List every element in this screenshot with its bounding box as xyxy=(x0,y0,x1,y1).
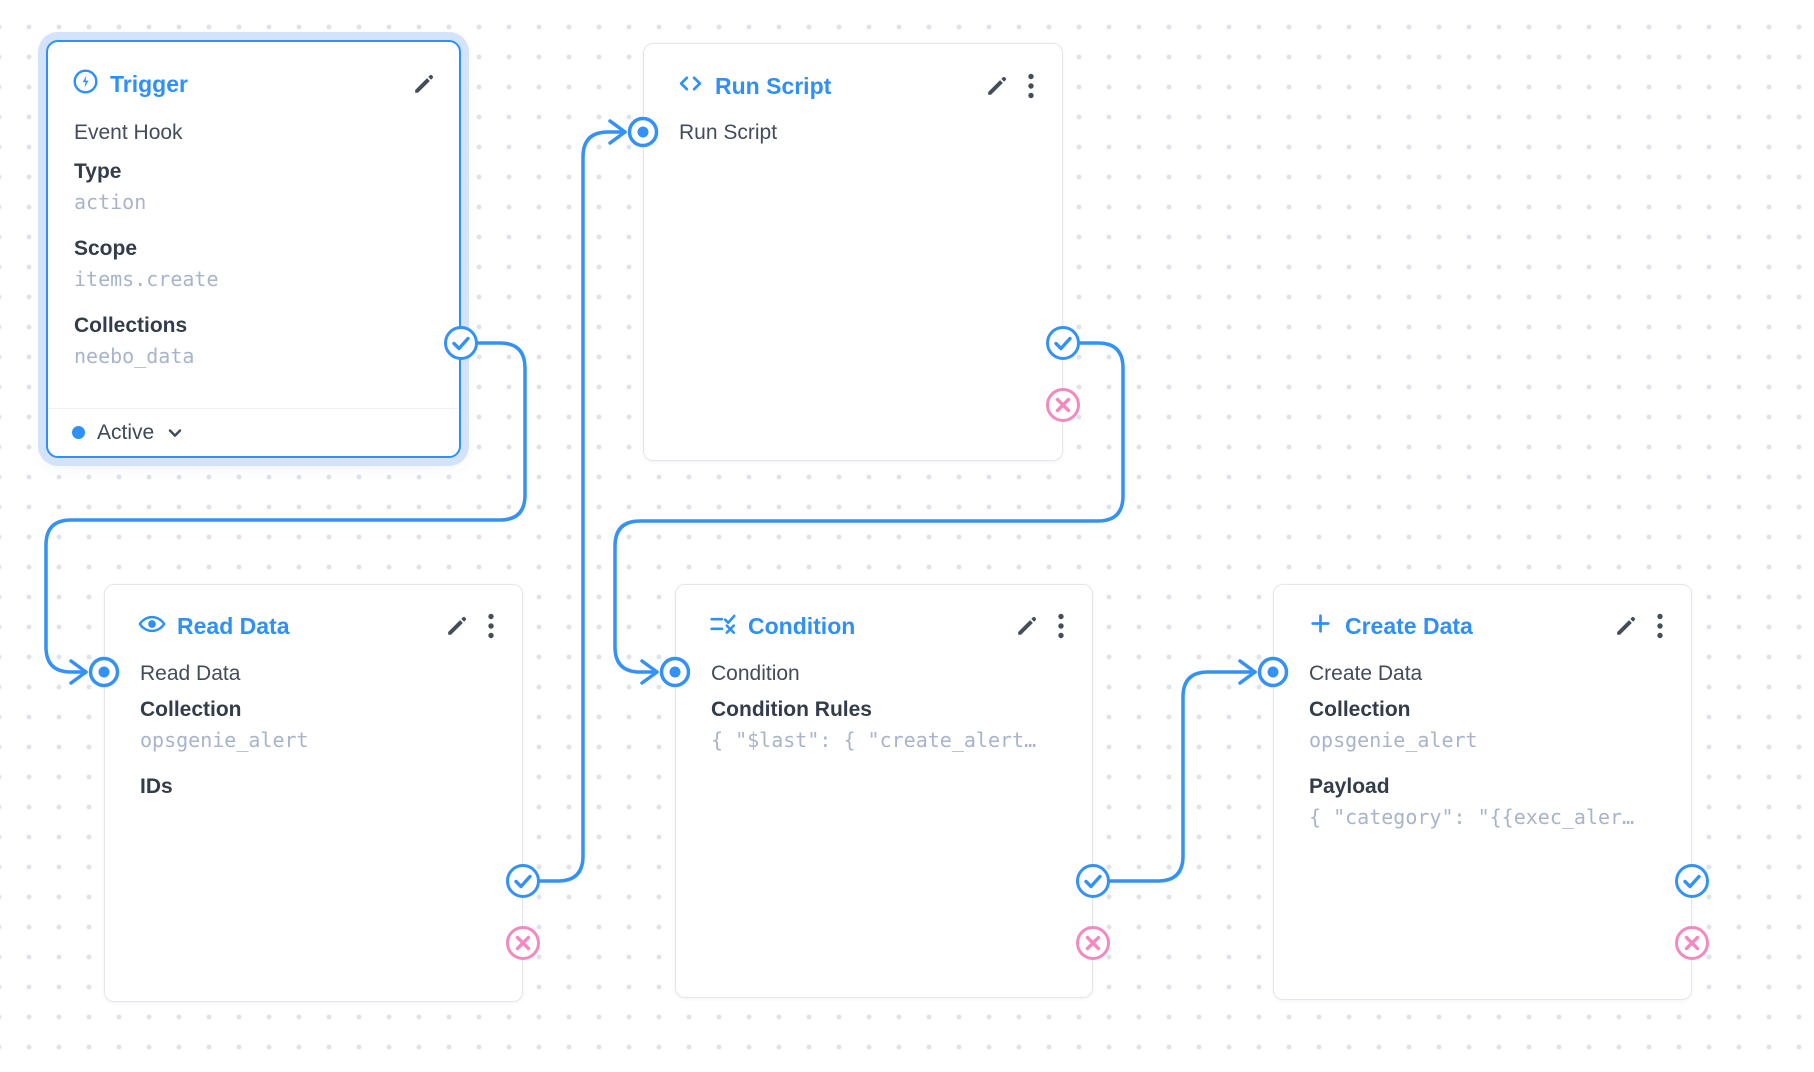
trigger-status-dropdown[interactable]: Active xyxy=(48,408,459,456)
node-title: Trigger xyxy=(110,70,188,97)
node-input-label: Run Script xyxy=(679,121,778,144)
node-input-label: Read Data xyxy=(140,662,241,685)
edit-node-button[interactable] xyxy=(1013,613,1040,640)
field-value: { "category": "{{exec_aler… xyxy=(1309,805,1635,829)
field-value: neebo_data xyxy=(74,344,195,368)
flow-node-trigger[interactable]: Trigger Event Hook Type action Scope ite… xyxy=(46,40,461,458)
field-name: Collection xyxy=(1309,698,1411,721)
input-handle-run-script[interactable] xyxy=(625,114,661,150)
node-title: Create Data xyxy=(1345,612,1473,639)
edge-condition-to-create-data xyxy=(1107,670,1257,883)
resolve-handle-read-data[interactable] xyxy=(505,863,541,899)
status-label: Active xyxy=(97,420,155,444)
field-name: IDs xyxy=(140,775,173,798)
reject-handle-create-data[interactable] xyxy=(1674,925,1710,961)
arrowhead-icon xyxy=(1238,659,1257,685)
code-icon xyxy=(677,70,704,102)
node-title: Condition xyxy=(748,612,856,639)
chevron-down-icon xyxy=(168,428,182,437)
resolve-handle-trigger[interactable] xyxy=(443,325,479,361)
arrowhead-icon xyxy=(69,659,88,685)
rule-icon xyxy=(709,610,737,643)
kebab-menu-icon[interactable] xyxy=(1026,72,1036,100)
arrowhead-icon xyxy=(608,119,627,145)
kebab-menu-icon[interactable] xyxy=(486,612,496,640)
resolve-handle-create-data[interactable] xyxy=(1674,863,1710,899)
input-handle-create-data[interactable] xyxy=(1255,654,1291,690)
kebab-menu-icon[interactable] xyxy=(1655,612,1665,640)
plus-icon xyxy=(1307,610,1334,642)
edit-node-button[interactable] xyxy=(1612,613,1639,640)
field-name: Scope xyxy=(74,237,138,260)
flow-node-condition[interactable]: Condition Condition Condition Rules { "$… xyxy=(675,584,1093,998)
node-title: Run Script xyxy=(715,72,832,99)
reject-handle-condition[interactable] xyxy=(1075,925,1111,961)
eye-icon xyxy=(138,610,166,643)
field-value: items.create xyxy=(74,267,219,291)
edit-node-button[interactable] xyxy=(443,613,470,640)
resolve-handle-condition[interactable] xyxy=(1075,863,1111,899)
field-value: action xyxy=(74,190,147,214)
trigger-type-label: Event Hook xyxy=(74,121,183,144)
edit-node-button[interactable] xyxy=(410,71,437,98)
node-input-label: Condition xyxy=(711,662,800,685)
field-name: Type xyxy=(74,160,122,183)
field-name: Condition Rules xyxy=(711,698,872,721)
reject-handle-read-data[interactable] xyxy=(505,925,541,961)
edit-node-button[interactable] xyxy=(983,73,1010,100)
input-handle-read-data[interactable] xyxy=(86,654,122,690)
flow-node-create-data[interactable]: Create Data Create Data Collection opsge… xyxy=(1273,584,1692,1000)
field-name: Payload xyxy=(1309,775,1390,798)
field-value: { "$last": { "create_alert… xyxy=(711,728,1037,752)
field-name: Collection xyxy=(140,698,242,721)
arrowhead-icon xyxy=(640,659,659,685)
flow-node-read-data[interactable]: Read Data Read Data Collection opsgenie_… xyxy=(104,584,523,1002)
kebab-menu-icon[interactable] xyxy=(1056,612,1066,640)
field-value: opsgenie_alert xyxy=(1309,728,1478,752)
bolt-circle-icon xyxy=(72,68,99,100)
flow-node-run-script[interactable]: Run Script Run Script xyxy=(643,43,1063,461)
status-dot-icon xyxy=(72,426,85,439)
resolve-handle-run-script[interactable] xyxy=(1045,325,1081,361)
input-handle-condition[interactable] xyxy=(657,654,693,690)
field-name: Collections xyxy=(74,314,188,337)
reject-handle-run-script[interactable] xyxy=(1045,387,1081,423)
node-title: Read Data xyxy=(177,612,290,639)
field-value: opsgenie_alert xyxy=(140,728,309,752)
node-input-label: Create Data xyxy=(1309,662,1423,685)
edge-read-data-to-run-script xyxy=(537,130,627,883)
